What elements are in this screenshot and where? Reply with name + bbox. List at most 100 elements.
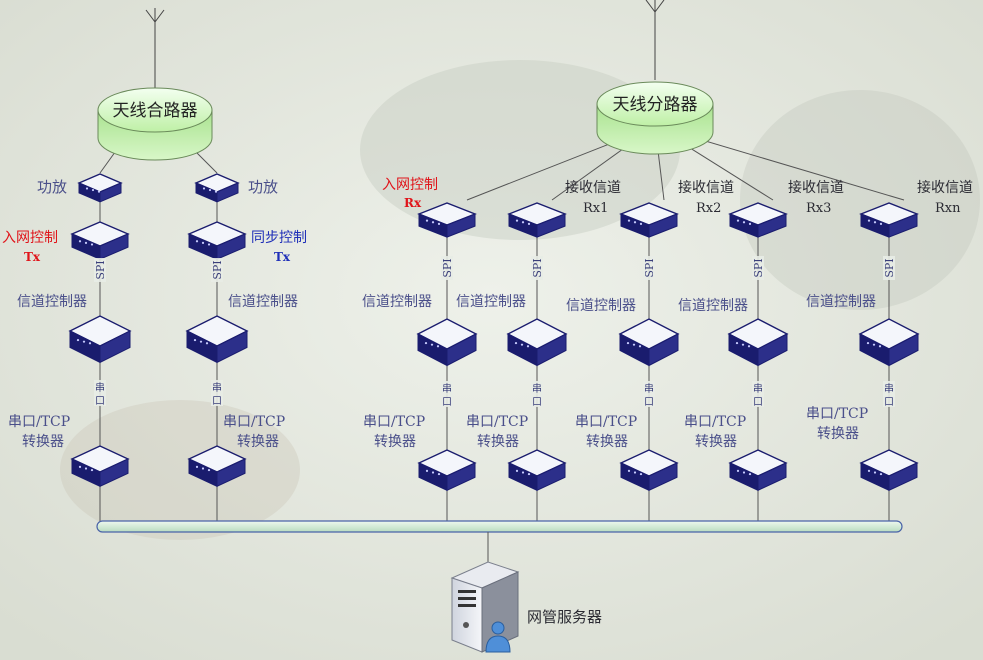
user-icon [491,621,505,635]
spi-cable-label: SPI [883,256,896,280]
serial-cable-label: 串口 [643,381,655,408]
sync-label: 同步控制 [251,230,307,246]
channel-controller-device [858,318,920,367]
receive-channel-device [859,202,919,238]
channel-controller-device [506,318,568,367]
spi-cable-label: SPI [752,256,765,280]
tx-label: Tx [274,250,291,264]
devices [68,173,920,492]
svg-text:串: 串 [644,383,654,395]
serial-tcp-label: 串口/TCP [363,414,425,430]
svg-text:口: 口 [212,396,222,407]
antenna-combiner: 天线合路器 [97,87,213,161]
svg-text:SPI: SPI [531,258,544,277]
spi-cable-label: SPI [211,258,224,282]
channel-controller-label: 信道控制器 [566,298,636,314]
net-entry-controller-device [70,221,130,260]
svg-text:串: 串 [753,383,763,395]
net-entry-rx-device [417,202,477,238]
serial-tcp-label: 串口/TCP [684,414,746,430]
svg-text:串: 串 [212,382,222,394]
power-amp-device [194,173,240,203]
nms-server-icon [450,532,520,653]
rxn-label: Rxn [935,201,961,216]
svg-text:SPI: SPI [94,260,107,279]
receive-channel-label: 接收信道 [565,179,621,196]
svg-text:口: 口 [884,397,894,408]
svg-text:串: 串 [442,383,452,395]
svg-text:口: 口 [644,397,654,408]
svg-text:口: 口 [532,397,542,408]
power-amp-label: 功放 [248,178,278,196]
serial-tcp-converter-device [70,445,130,488]
converter-label: 转换器 [374,433,416,450]
channel-controller-device [416,318,478,367]
serial-tcp-label: 串口/TCP [575,414,637,430]
power-amp-label: 功放 [37,178,67,196]
serial-tcp-converter-device [859,449,919,492]
svg-text:串: 串 [884,383,894,395]
svg-text:SPI: SPI [441,258,454,277]
spi-cable-label: SPI [94,258,107,282]
channel-controller-label: 信道控制器 [806,294,876,310]
channel-controller-device [618,318,680,367]
receive-channel-label: 接收信道 [917,179,973,196]
serial-cable-label: 串口 [752,381,764,408]
channel-controller-label: 信道控制器 [362,294,432,310]
serial-tcp-converter-device [619,449,679,492]
channel-controller-label: 信道控制器 [678,298,748,314]
background-shadow [740,90,980,310]
svg-text:串: 串 [95,382,105,394]
serial-tcp-converter-device [728,449,788,492]
serial-cable-label: 串口 [211,380,223,407]
serial-tcp-label: 串口/TCP [806,406,868,422]
net-entry-label: 入网控制 [382,177,438,193]
serial-tcp-converter-device [507,449,567,492]
receive-channel-device [619,202,679,238]
spi-cable-label: SPI [531,256,544,280]
antenna-splitter: 天线分路器 [596,81,714,155]
serial-tcp-label: 串口/TCP [466,414,528,430]
svg-text:串: 串 [532,383,542,395]
receive-channel-device [507,202,567,238]
spi-cable-label: SPI [441,256,454,280]
serial-tcp-label: 串口/TCP [223,414,285,430]
channel-controller-device [185,315,249,364]
svg-text:口: 口 [95,396,105,407]
channel-controller-label: 信道控制器 [17,294,87,310]
converter-label: 转换器 [477,433,519,450]
svg-text:SPI: SPI [883,258,896,277]
rx3-label: Rx3 [806,201,831,216]
receive-channel-device [728,202,788,238]
serial-cable-label: 串口 [531,381,543,408]
rx-label: Rx [404,196,422,210]
svg-text:SPI: SPI [752,258,765,277]
antenna-icon [145,8,165,88]
channel-controller-label: 信道控制器 [228,294,298,310]
rx2-label: Rx2 [696,201,721,216]
channel-controller-device [68,315,132,364]
serial-cable-label: 串口 [441,381,453,408]
channel-controller-label: 信道控制器 [456,294,526,310]
background-shadow [60,400,300,540]
spi-cable-label: SPI [643,256,656,280]
converter-label: 转换器 [586,433,628,450]
converter-label: 转换器 [695,433,737,450]
converter-label: 转换器 [237,433,279,450]
serial-cable-label: 串口 [94,380,106,407]
receive-channel-label: 接收信道 [678,179,734,196]
svg-text:SPI: SPI [643,258,656,277]
combiner-label: 天线合路器 [113,101,198,121]
channel-controller-device [727,318,789,367]
tx-label: Tx [24,250,41,264]
network-bus [96,520,903,533]
antenna-icon [645,0,665,80]
receive-channel-label: 接收信道 [788,179,844,196]
serial-tcp-label: 串口/TCP [8,414,70,430]
svg-text:口: 口 [753,397,763,408]
nms-server-label: 网管服务器 [527,608,602,626]
svg-text:SPI: SPI [211,260,224,279]
serial-cable-label: 串口 [883,381,895,408]
converter-label: 转换器 [22,433,64,450]
splitter-label: 天线分路器 [613,95,698,115]
